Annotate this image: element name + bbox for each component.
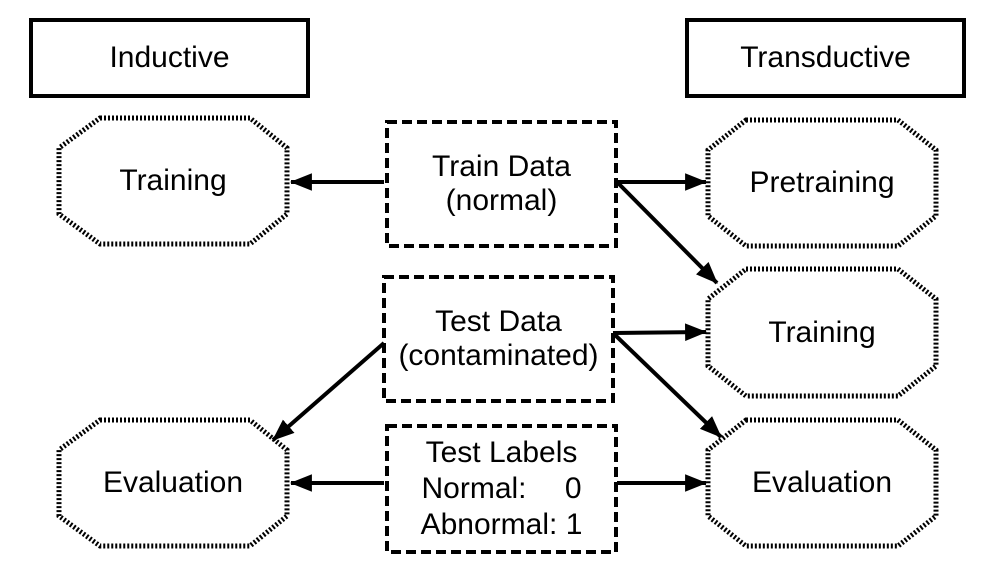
arrow-test-to-transductive-training: [612, 323, 708, 342]
transductive-training-text: Training: [768, 315, 876, 349]
transductive-training-label: Training: [708, 269, 936, 396]
inductive-evaluation-text: Evaluation: [102, 466, 244, 499]
inductive-evaluation-octagon: [56, 417, 290, 549]
transductive-pretraining-text: Pretraining: [749, 166, 895, 199]
test-labels-label: Test Labels Normal: 0 Abnormal: 1: [387, 426, 616, 552]
normal-label-row: Normal: 0: [417, 471, 587, 507]
train-data-title: Train Data: [432, 150, 571, 183]
inductive-training-label: Training: [59, 118, 287, 244]
test-labels-box: [385, 424, 618, 554]
inductive-training-octagon: [56, 115, 290, 247]
transductive-header-text: Transductive: [740, 41, 911, 74]
transductive-training-octagon: [705, 266, 939, 399]
train-data-subtitle: (normal): [445, 184, 558, 217]
inductive-evaluation-label: Evaluation: [59, 420, 287, 546]
test-data-label: Test Data (contaminated): [384, 277, 613, 401]
train-data-box: [385, 120, 618, 248]
arrow-test-to-transductive-evaluation: [611, 331, 723, 439]
inductive-training-text: Training: [119, 164, 227, 197]
test-labels-title: Test Labels: [425, 436, 578, 469]
test-data-box: [382, 275, 615, 403]
transductive-header-box: [685, 18, 966, 98]
transductive-evaluation-label: Evaluation: [708, 420, 936, 546]
test-data-subtitle: (contaminated): [398, 339, 599, 372]
abnormal-label-row: Abnormal: 1: [417, 507, 587, 543]
arrow-test-to-inductive-evaluation: [271, 341, 386, 442]
arrow-train-to-transductive-training: [615, 180, 719, 285]
transductive-pretraining-label: Pretraining: [708, 120, 936, 246]
inductive-header-label: Inductive: [31, 20, 308, 96]
transductive-evaluation-text: Evaluation: [751, 466, 893, 499]
normal-value: 0: [564, 472, 582, 505]
inductive-header-box: [29, 18, 310, 98]
abnormal-label: Abnormal:: [420, 508, 558, 541]
inductive-header-text: Inductive: [109, 41, 230, 74]
transductive-header-label: Transductive: [687, 20, 964, 96]
train-data-label: Train Data (normal): [387, 122, 616, 246]
transductive-evaluation-octagon: [705, 417, 939, 549]
normal-label: Normal:: [421, 472, 527, 505]
transductive-pretraining-octagon: [705, 117, 939, 249]
test-data-title: Test Data: [435, 305, 562, 338]
abnormal-value: 1: [565, 508, 583, 541]
